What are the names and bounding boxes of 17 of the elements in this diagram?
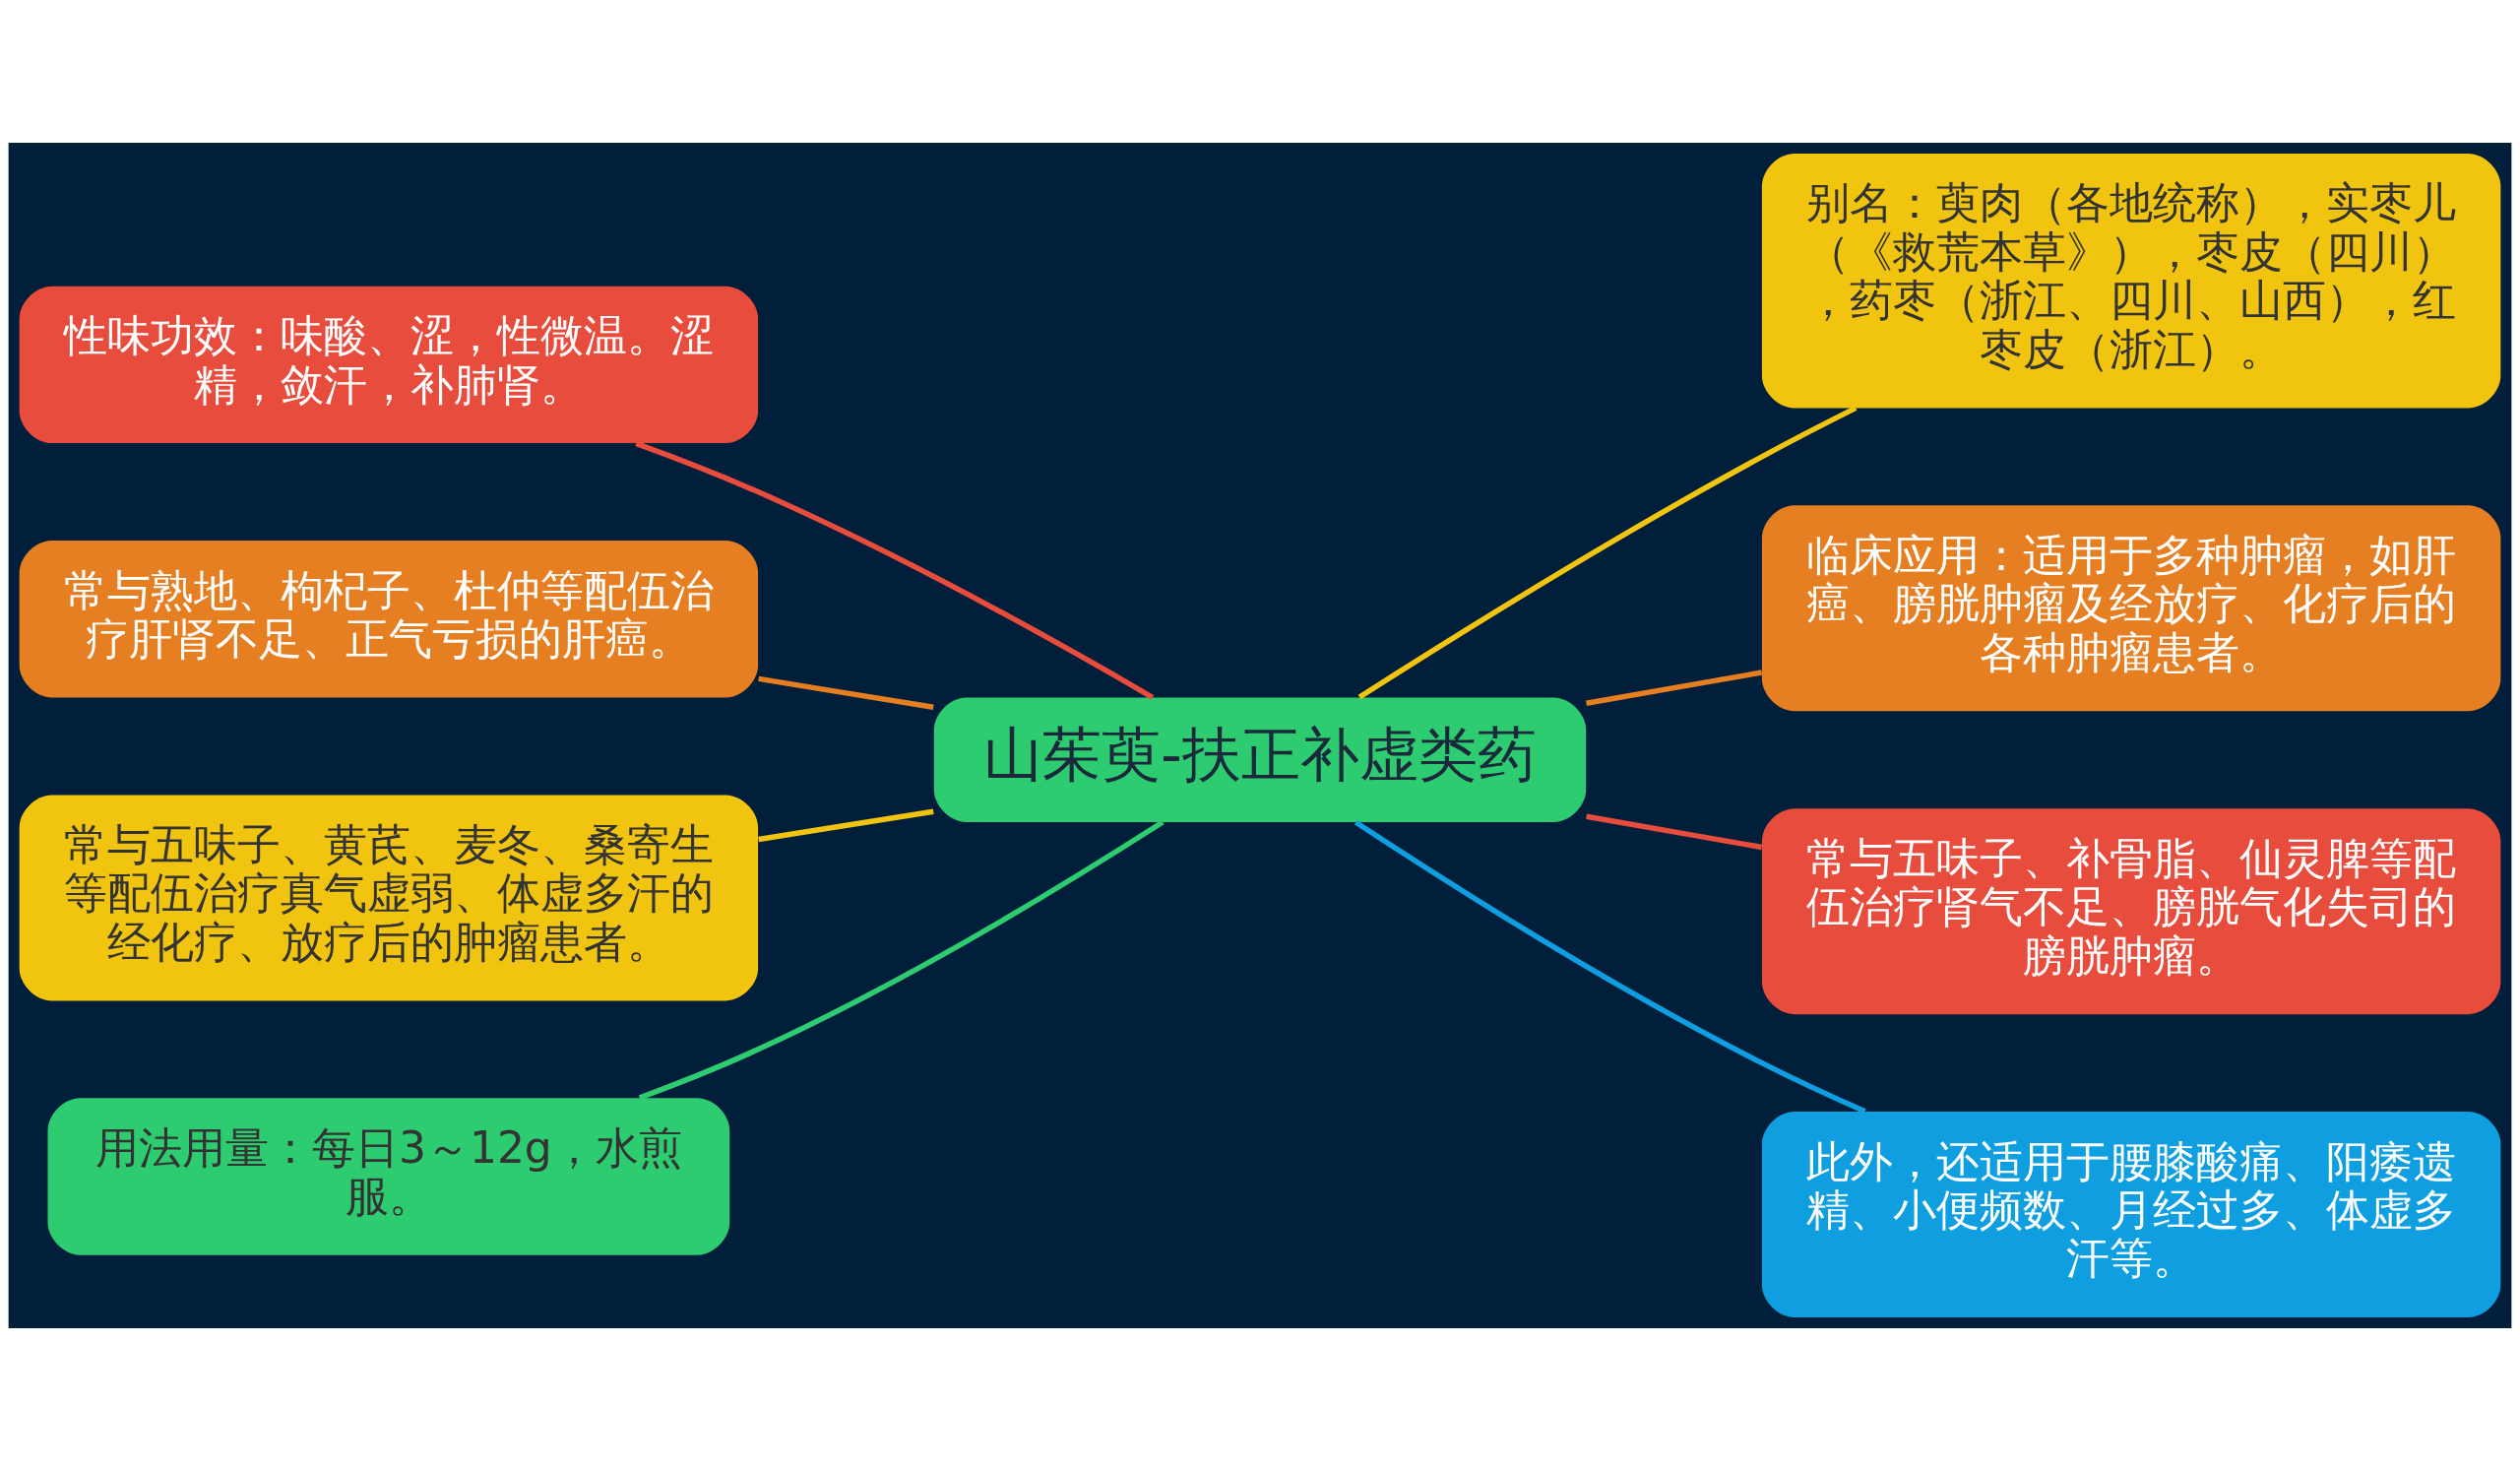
connector (1586, 669, 1763, 706)
node-box: 别名：萸肉（各地统称），实枣儿（《救荒本草》），枣皮（四川），药枣（浙江、四川、山西），红枣皮（浙江）。 (1761, 153, 2501, 408)
node-box: 山茱萸-扶正补虚类药 (933, 697, 1587, 822)
connector (1357, 405, 1858, 699)
connector (1586, 813, 1763, 850)
node-box: 此外，还适用于腰膝酸痛、阳痿遗精、小便频数、月经过多、体虚多汗等。 (1761, 1111, 2501, 1317)
connector (758, 807, 934, 842)
connector (1354, 819, 1866, 1114)
node-box: 常与熟地、枸杞子、杜仲等配伍治疗肝肾不足、正气亏损的肝癌。 (19, 540, 759, 697)
node-box: 常与五味子、黄芪、麦冬、桑寄生等配伍治疗真气虚弱、体虚多汗的经化疗、放疗后的肿瘤患者。 (19, 794, 759, 1000)
connector (635, 440, 1155, 700)
connector (638, 819, 1165, 1101)
node-box: 临床应用：适用于多种肿瘤，如肝癌、膀胱肿瘤及经放疗、化疗后的各种肿瘤患者。 (1761, 504, 2501, 711)
node-box: 用法用量：每日3～12g，水煎服。 (47, 1097, 730, 1255)
node-box: 性味功效：味酸、涩，性微温。涩精，敛汗，补肺肾。 (19, 286, 759, 443)
node-box: 常与五味子、补骨脂、仙灵脾等配伍治疗肾气不足、膀胱气化失司的膀胱肿瘤。 (1761, 807, 2501, 1014)
connector (758, 675, 934, 710)
